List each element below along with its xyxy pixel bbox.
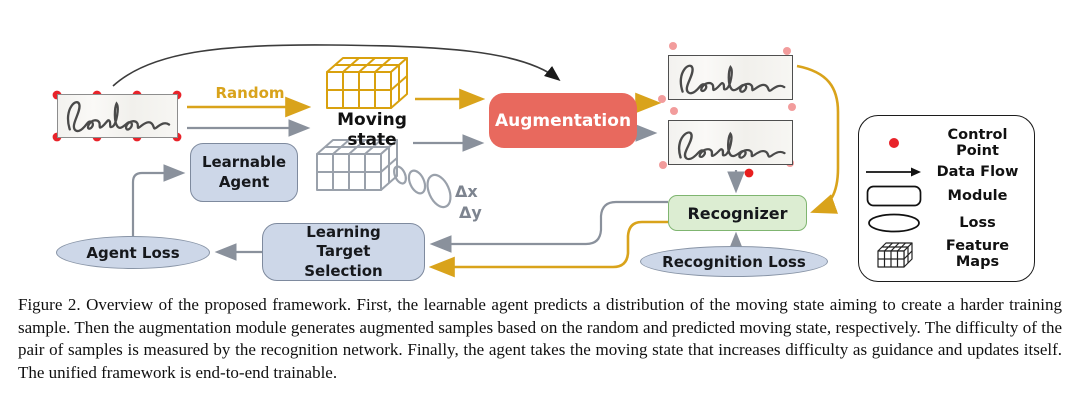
arrow-agent-loss-to-learnable-agent	[131, 164, 186, 236]
delta-y-label: Δy	[459, 203, 482, 222]
legend-item-feature-maps: Feature Maps	[863, 238, 1030, 270]
handwriting-london	[67, 101, 171, 133]
delta-x-label: Δx	[455, 182, 478, 201]
legend-label: Data Flow	[936, 164, 1019, 181]
module-icon	[863, 185, 925, 207]
arrow-recognizer-to-selection-gold	[428, 220, 668, 278]
legend-label: Feature Maps	[945, 237, 1010, 270]
legend-item-data-flow: Data Flow	[863, 164, 1030, 180]
arrow-sample1-to-recognizer	[796, 64, 840, 214]
figure-caption: Figure 2. Overview of the proposed frame…	[18, 295, 1062, 382]
augmented-sample-image-1	[668, 55, 793, 100]
legend-label: Module	[947, 188, 1008, 205]
loss-icon	[863, 213, 925, 233]
handwriting-london	[679, 64, 786, 95]
moving-state-label: Moving state	[337, 110, 407, 150]
legend-label: Control Point	[947, 127, 1008, 160]
legend-item-loss: Loss	[863, 213, 1030, 233]
agent-loss-ellipse: Agent Loss	[56, 236, 210, 269]
legend-item-control-point: Control Point	[863, 127, 1030, 159]
feature-map-cube-predicted	[316, 139, 398, 191]
feature-map-cube-random	[326, 57, 408, 109]
legend-item-module: Module	[863, 185, 1030, 207]
recognizer-box: Recognizer	[668, 195, 807, 231]
offset-samples-glyph	[393, 165, 452, 209]
legend-label: Loss	[959, 214, 996, 231]
original-sample-image	[57, 94, 178, 138]
learnable-agent-box: Learnable Agent	[190, 143, 298, 202]
arrow-recognizer-to-selection-gray	[429, 200, 668, 253]
recognition-loss-ellipse: Recognition Loss	[640, 246, 828, 277]
legend-box: Control Point Data Flow Module	[858, 115, 1035, 282]
feature-maps-icon	[863, 239, 925, 269]
random-arrow-label: Random	[215, 84, 285, 102]
learning-target-selection-box: Learning Target Selection	[262, 223, 425, 281]
arrow-sample-to-augmentation	[112, 44, 561, 87]
augmentation-box: Augmentation	[489, 93, 637, 148]
control-point-icon	[863, 136, 925, 150]
handwriting-london	[677, 131, 786, 161]
augmented-sample-image-2	[668, 120, 793, 165]
data-flow-icon	[863, 166, 925, 178]
